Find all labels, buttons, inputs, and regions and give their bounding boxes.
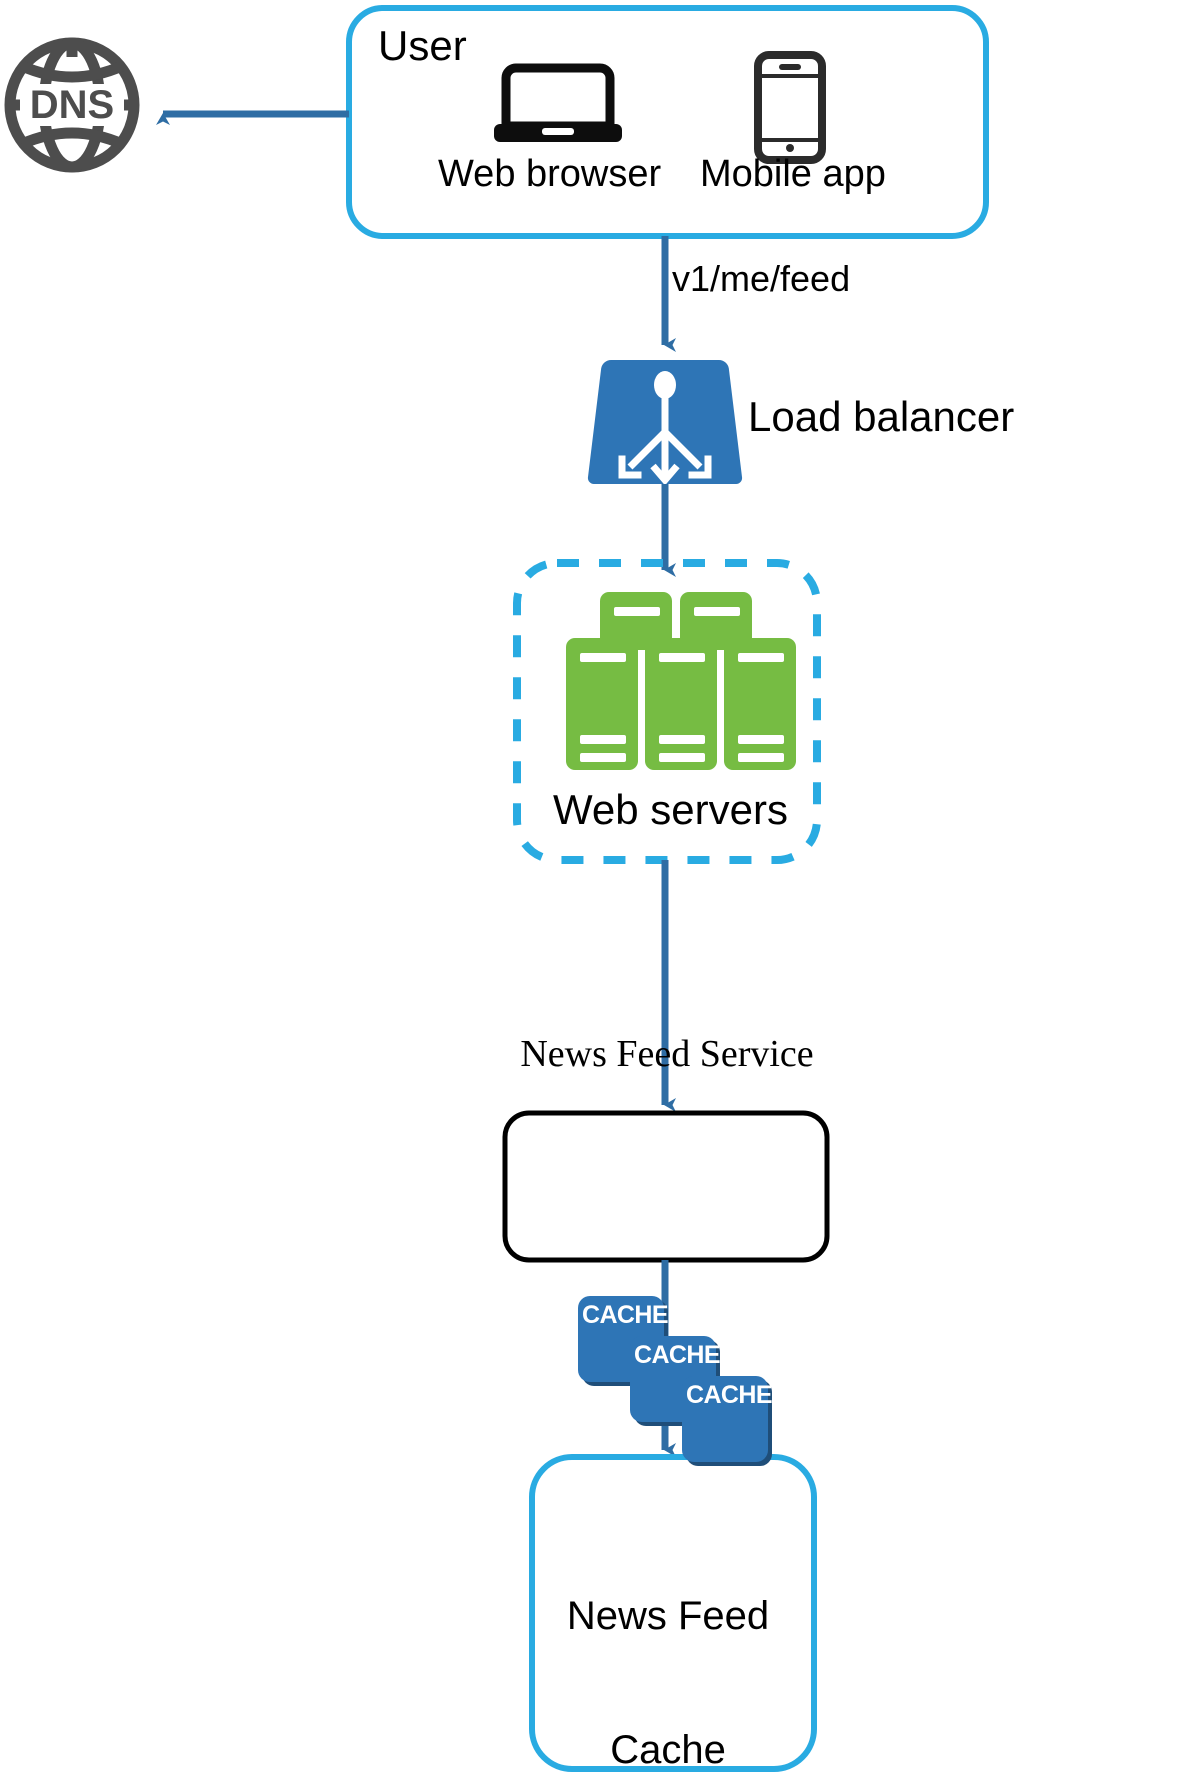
web-servers-label: Web servers: [553, 786, 788, 833]
cache-stack-icon: [578, 1296, 772, 1466]
dns-label: DNS: [30, 83, 114, 127]
web-browser-label: Web browser: [438, 153, 662, 195]
laptop-icon: [494, 63, 622, 142]
news-feed-cache-label-line2: Cache: [610, 1727, 726, 1772]
load-balancer-icon: [618, 371, 712, 486]
user-group-label: User: [378, 22, 467, 69]
load-balancer-node[interactable]: [587, 360, 743, 486]
dns-label-backing: [20, 84, 124, 126]
cache-tile-label-2: CACHE: [634, 1341, 721, 1369]
cache-tile-label-1: CACHE: [582, 1301, 669, 1329]
load-balancer-label: Load balancer: [748, 393, 1015, 440]
news-feed-service-box[interactable]: [502, 1110, 830, 1263]
cache-tile-label-3: CACHE: [686, 1381, 773, 1409]
news-feed-cache-group-box[interactable]: [529, 1454, 817, 1772]
api-path-edge-label: v1/me/feed: [672, 258, 851, 299]
globe-icon: [4, 37, 140, 173]
mobile-phone-icon: [754, 51, 826, 164]
server-rack-icon: [566, 592, 796, 770]
news-feed-service-label: News Feed Service: [520, 1033, 814, 1075]
news-feed-cache-label-line1: News Feed: [566, 1593, 770, 1638]
news-feed-cache-label: News Feed Cache: [528, 1504, 808, 1776]
dns-node[interactable]: DNS: [4, 37, 140, 173]
mobile-app-label: Mobile app: [700, 153, 886, 195]
